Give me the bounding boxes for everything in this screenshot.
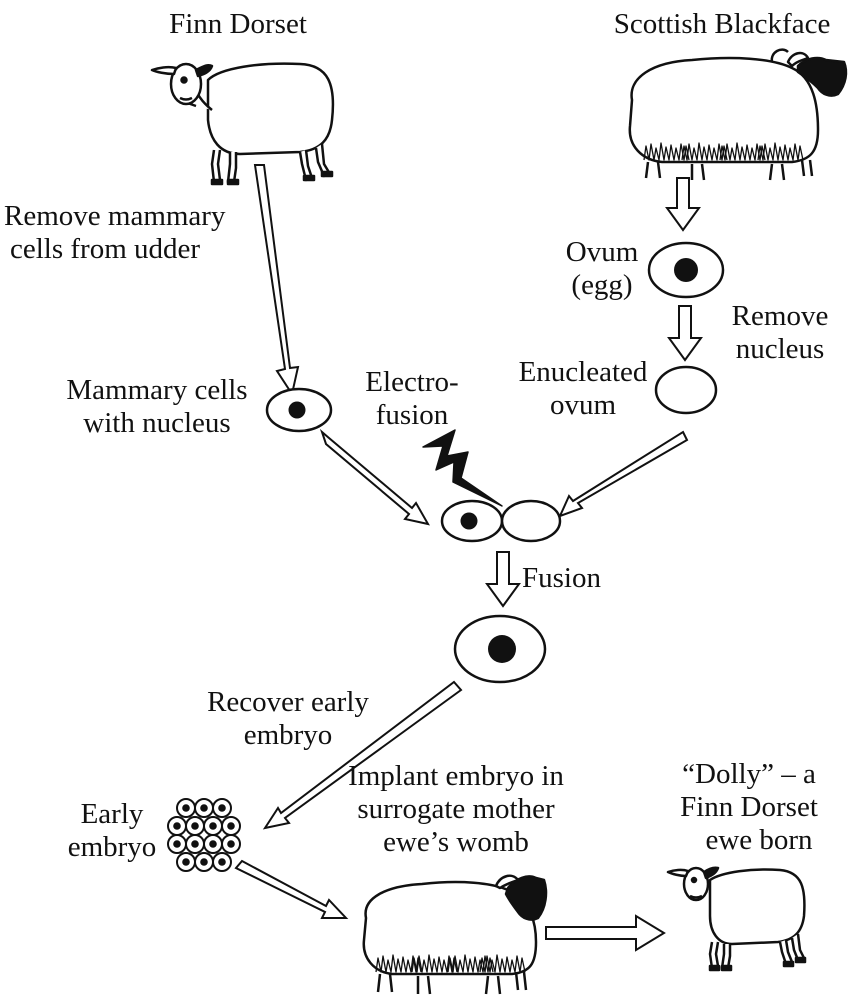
- label-early-embryo: Early embryo: [62, 798, 162, 864]
- blackface-sheep-icon: [630, 50, 846, 180]
- fusion-cell-enucleated: [502, 501, 560, 541]
- arrow-finn-to-mammary: [255, 165, 298, 394]
- embryo-cell-nucleus: [200, 804, 208, 812]
- embryo-cell-nucleus: [209, 822, 217, 830]
- label-early-embryo-line1: Early: [62, 798, 162, 831]
- label-remove-nucleus-line2: nucleus: [714, 333, 846, 366]
- early-embryo-cluster: [168, 799, 240, 871]
- ovum-nucleus: [674, 258, 698, 282]
- embryo-cell-nucleus: [218, 804, 226, 812]
- label-recover-line2: embryo: [188, 719, 388, 752]
- label-dolly-line3: ewe born: [654, 824, 844, 857]
- label-electrofusion-line1: Electro-: [352, 366, 472, 399]
- arrow-blackface-to-ovum: [667, 178, 699, 230]
- label-mammary-cells-line2: with nucleus: [50, 407, 264, 440]
- label-dolly-line2: Finn Dorset: [654, 791, 844, 824]
- label-implant-line2: surrogate mother: [326, 793, 586, 826]
- arrow-birth: [546, 916, 664, 950]
- fusion-cell-nucleus: [461, 513, 478, 530]
- label-remove-mammary-line2: cells from udder: [4, 233, 225, 266]
- label-dolly-line1: “Dolly” – a: [654, 758, 844, 791]
- label-recover-line1: Recover early: [188, 686, 388, 719]
- label-remove-mammary: Remove mammary cells from udder: [4, 200, 225, 266]
- label-finn-dorset: Finn Dorset: [150, 8, 326, 41]
- label-remove-nucleus-line1: Remove: [714, 300, 846, 333]
- finn-dorset-sheep-icon: [152, 64, 333, 184]
- label-ovum-line2: (egg): [558, 269, 646, 302]
- label-mammary-cells-line1: Mammary cells: [50, 374, 264, 407]
- embryo-cell-nucleus: [227, 840, 235, 848]
- label-implant-line1: Implant embryo in: [326, 760, 586, 793]
- embryo-cell-nucleus: [200, 858, 208, 866]
- label-mammary-cells: Mammary cells with nucleus: [50, 374, 264, 440]
- mammary-nucleus: [289, 402, 306, 419]
- label-ovum-line1: Ovum: [558, 236, 646, 269]
- arrow-remove-nucleus: [669, 306, 701, 360]
- label-early-embryo-line2: embryo: [62, 831, 162, 864]
- embryo-cell-nucleus: [173, 840, 181, 848]
- embryo-cell-nucleus: [218, 858, 226, 866]
- label-fusion: Fusion: [522, 562, 601, 595]
- label-enucleated-line1: Enucleated: [508, 356, 658, 389]
- embryo-cell-nucleus: [182, 804, 190, 812]
- label-dolly: “Dolly” – a Finn Dorset ewe born: [654, 758, 844, 857]
- arrow-implant: [236, 861, 346, 918]
- enucleated-ovum: [656, 367, 716, 413]
- label-scottish-blackface: Scottish Blackface: [596, 8, 848, 41]
- embryo-cell-nucleus: [173, 822, 181, 830]
- label-enucleated-line2: ovum: [508, 389, 658, 422]
- surrogate-sheep-icon: [364, 876, 546, 994]
- label-remove-mammary-line1: Remove mammary: [4, 200, 225, 233]
- label-ovum: Ovum (egg): [558, 236, 646, 302]
- embryo-cell-nucleus: [209, 840, 217, 848]
- embryo-cell-nucleus: [227, 822, 235, 830]
- label-electrofusion-line2: fusion: [352, 399, 472, 432]
- label-recover-embryo: Recover early embryo: [188, 686, 388, 752]
- arrow-mammary-to-fusion: [322, 432, 428, 524]
- embryo-cell-nucleus: [191, 840, 199, 848]
- arrow-fusion-down: [487, 552, 519, 606]
- label-remove-nucleus: Remove nucleus: [714, 300, 846, 366]
- label-enucleated-ovum: Enucleated ovum: [508, 356, 658, 422]
- label-implant-line3: ewe’s womb: [326, 826, 586, 859]
- label-electrofusion: Electro- fusion: [352, 366, 472, 432]
- dolly-sheep-icon: [668, 868, 805, 970]
- embryo-cell-nucleus: [182, 858, 190, 866]
- label-implant: Implant embryo in surrogate mother ewe’s…: [326, 760, 586, 859]
- fused-cell-nucleus: [488, 635, 516, 663]
- arrow-enucleated-to-fusion: [560, 432, 687, 516]
- lightning-bolt-icon: [423, 430, 502, 506]
- embryo-cell-nucleus: [191, 822, 199, 830]
